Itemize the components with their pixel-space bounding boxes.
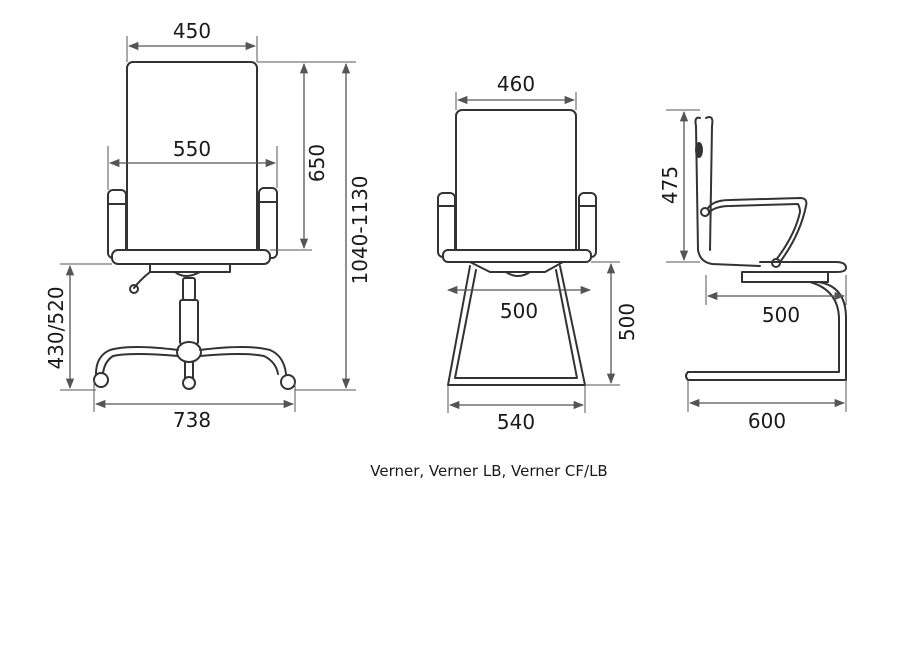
visitor-depth-label: 500 [500, 299, 538, 323]
visitor-base-width-label: 540 [497, 410, 535, 434]
office-total-height-label: 1040-1130 [348, 175, 372, 284]
office-back-height-label: 650 [305, 144, 329, 182]
visitor-seat-height-label: 500 [615, 303, 639, 341]
visitor-front-dimensions: 460 500 500 540 [446, 72, 639, 434]
model-caption: Verner, Verner LB, Verner CF/LB [370, 462, 607, 480]
visitor-chair-front-view [437, 109, 597, 386]
office-chair-front-view [93, 61, 296, 390]
office-base-width-label: 738 [173, 408, 211, 432]
visitor-chair-side-view [685, 116, 847, 381]
office-top-width-label: 450 [173, 19, 211, 43]
office-seat-width-label: 550 [173, 137, 211, 161]
side-back-height-label: 475 [658, 166, 682, 204]
side-depth-label: 500 [762, 303, 800, 327]
visitor-top-width-label: 460 [497, 72, 535, 96]
side-length-label: 600 [748, 409, 786, 433]
visitor-side-dimensions: 475 500 600 [658, 109, 847, 433]
office-seat-height-label: 430/520 [44, 286, 68, 369]
office-chair-dimensions: 450 550 650 1040-1130 430/520 738 [44, 19, 372, 432]
